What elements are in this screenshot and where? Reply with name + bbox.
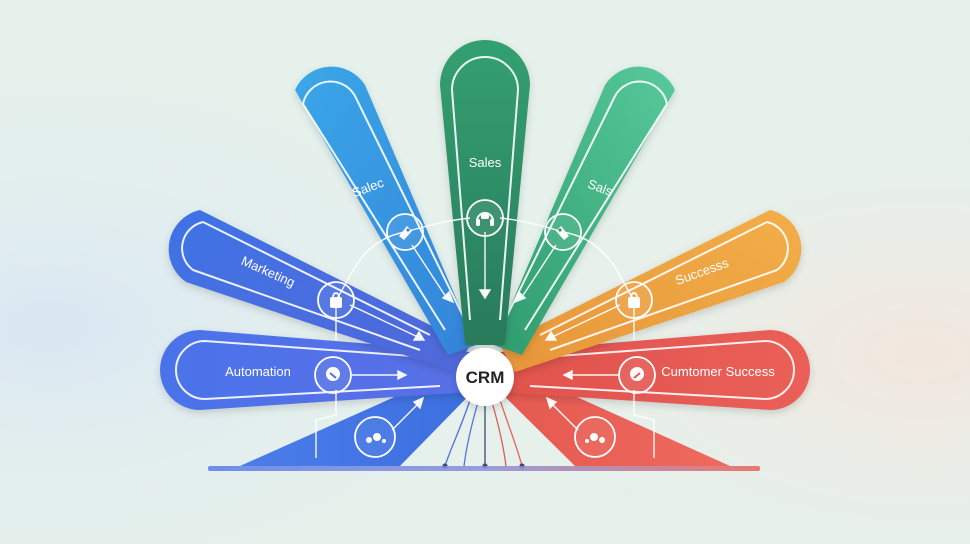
user-chat-icon[interactable] [314,356,352,394]
crm-hub-label: CRM [466,368,505,387]
shopping-bag-icon[interactable] [317,281,355,319]
petal-marketing[interactable]: Marketing [168,210,470,372]
base-line [208,466,760,471]
petal-automation-label: Automation [225,364,291,379]
petal-success[interactable]: Successs [500,210,802,372]
tag-icon[interactable] [544,213,582,251]
user-chat-icon[interactable] [618,356,656,394]
people-icon[interactable] [354,416,396,458]
petal-sales-top[interactable]: Sales [440,40,530,345]
tag-icon[interactable] [386,213,424,251]
shopping-bag-icon[interactable] [615,281,653,319]
petal-sales-top-label: Sales [469,155,502,170]
petal-sales-left[interactable]: Salec [295,66,476,356]
connector-lines [315,217,655,458]
petal-customer-success-label: Cumtomer Success [661,364,775,379]
crm-hub[interactable]: CRM [456,348,514,406]
petal-sales-right[interactable]: Sals [494,66,675,356]
headset-icon[interactable] [466,199,504,237]
people-icon[interactable] [574,416,616,458]
